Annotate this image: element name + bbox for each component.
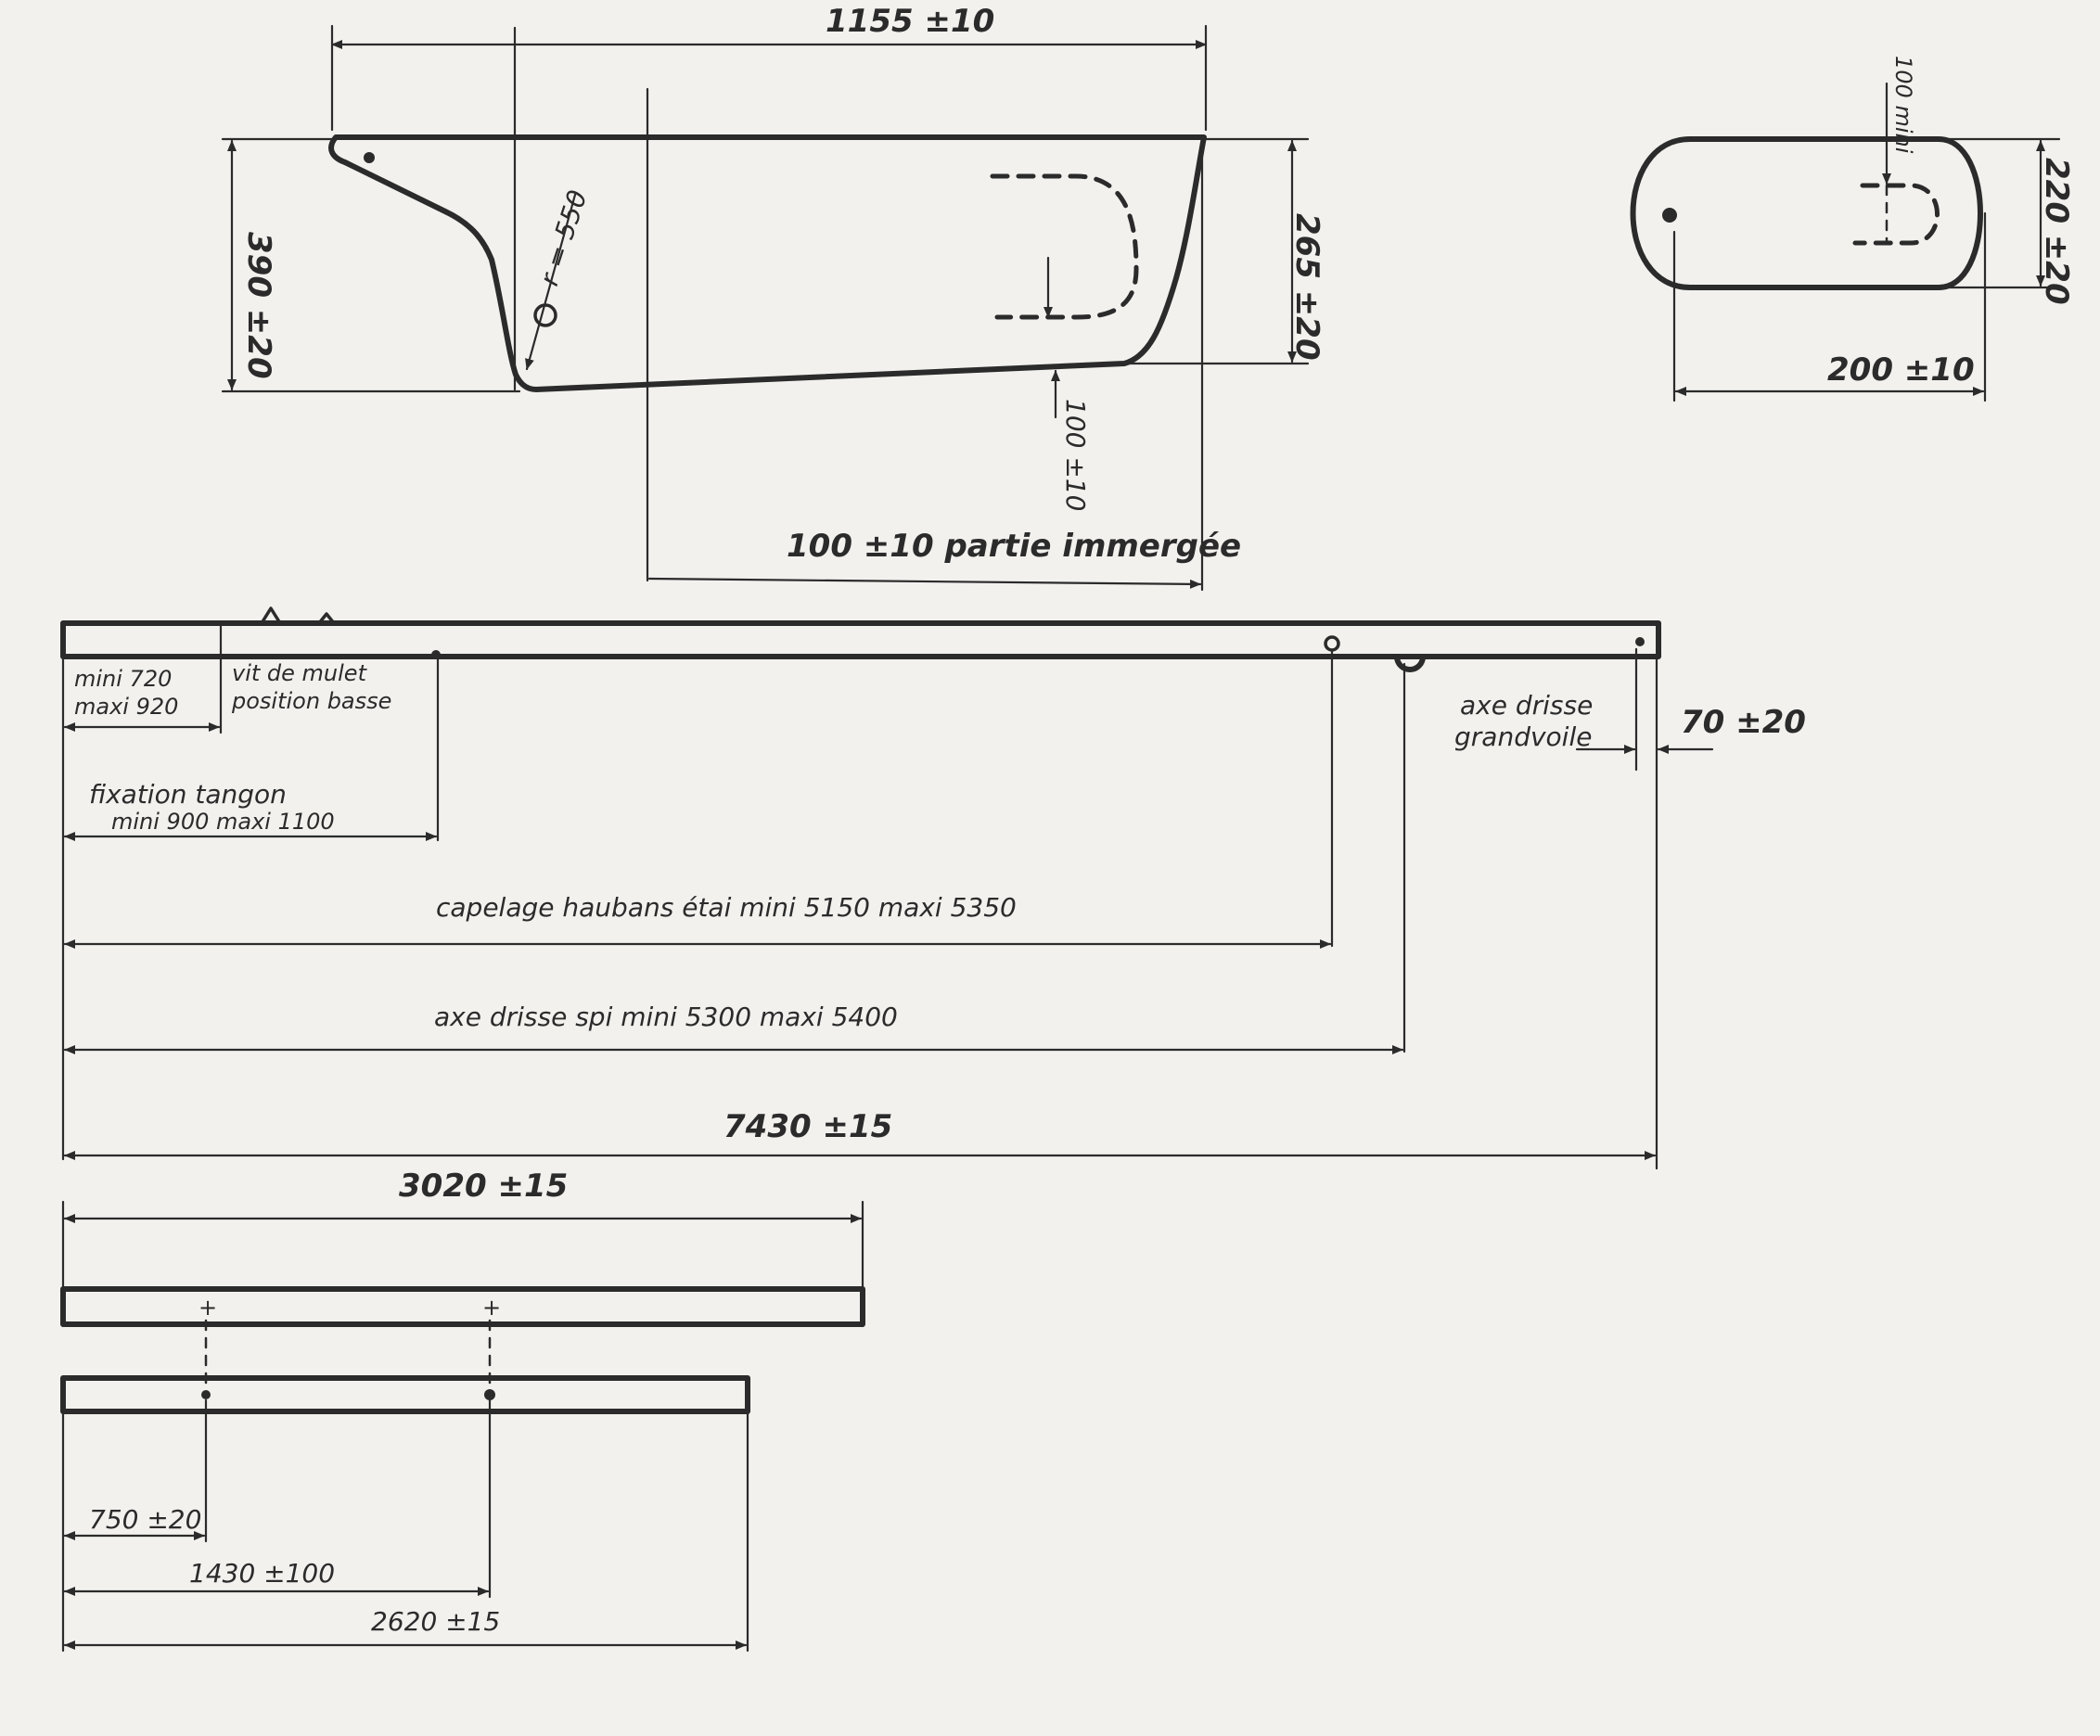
- section-width-dim: 200 ±10: [1827, 351, 1975, 389]
- gooseneck-min-dim: mini 720: [74, 666, 172, 692]
- keel-profile-view: 1155 ±10 390 ±20 r = 550 265 ±20 100 ±10…: [221, 3, 1325, 592]
- keel-height-dim: 390 ±20: [240, 232, 277, 379]
- keel-length-dim: 1155 ±10: [826, 3, 994, 40]
- keel-immersed-label: 100 ±10 partie immergée: [787, 528, 1241, 565]
- mast-top-offset-dim: 70 ±20: [1681, 704, 1806, 741]
- spi-halyard-label: axe drisse spi mini 5300 maxi 5400: [434, 1002, 898, 1032]
- svg-text:+: +: [482, 1295, 501, 1321]
- boom-length-dim: 3020 ±15: [399, 1168, 568, 1205]
- shroud-label: capelage haubans étai mini 5150 maxi 535…: [436, 892, 1017, 923]
- shroud-fitting: [1324, 635, 1340, 652]
- main-halyard-label-1: axe drisse: [1460, 690, 1593, 721]
- mast-total-length: 7430 ±15: [723, 1108, 892, 1145]
- keel-radius-dim: r = 550: [533, 186, 593, 289]
- main-halyard-mark: [1635, 637, 1645, 646]
- spinnaker-pole-view: 750 ±20 1430 ±100 2620 ±15: [60, 1319, 750, 1653]
- keel-internal-dashed-outline: [990, 173, 1139, 320]
- section-inner-dim: 100 mini: [1890, 56, 1916, 154]
- keel-depth-dim: 100 ±10: [1060, 399, 1091, 511]
- gooseneck-max-dim: maxi 920: [74, 694, 178, 720]
- section-dashed-cavity: [1852, 183, 1940, 246]
- keel-pivot-hole: [364, 152, 375, 163]
- pole-dim-1: 750 ±20: [89, 1504, 201, 1535]
- pole-dim-3: 2620 ±15: [371, 1606, 500, 1637]
- keel-section-view: 100 mini 220 ±20 200 ±10: [1630, 56, 2075, 402]
- svg-text:+: +: [198, 1295, 217, 1321]
- keel-ballast-hole: [533, 303, 557, 327]
- pole-dim-2: 1430 ±100: [189, 1558, 335, 1589]
- pole-body: [60, 1375, 750, 1414]
- section-height-dim: 220 ±20: [2038, 158, 2075, 305]
- mast-view: mini 720 maxi 920 vit de mulet position …: [60, 606, 1806, 1170]
- boom-view: 3020 ±15 + +: [60, 1168, 865, 1328]
- gooseneck-label-2: position basse: [231, 688, 391, 714]
- pole-fix-label-1: fixation tangon: [89, 779, 287, 810]
- gooseneck-mark: [431, 650, 441, 659]
- mast-body: [60, 620, 1661, 659]
- keel-rear-height-dim: 265 ±20: [1288, 213, 1325, 361]
- gooseneck-label-1: vit de mulet: [232, 660, 368, 686]
- boom-body: [60, 1286, 865, 1327]
- keel-outline: [328, 134, 1207, 392]
- pole-fix-label-2: mini 900 maxi 1100: [111, 809, 335, 835]
- section-outline: [1630, 136, 1983, 290]
- section-hole: [1662, 208, 1677, 223]
- spi-halyard-sheave: [1394, 654, 1426, 672]
- main-halyard-label-2: grandvoile: [1454, 721, 1592, 752]
